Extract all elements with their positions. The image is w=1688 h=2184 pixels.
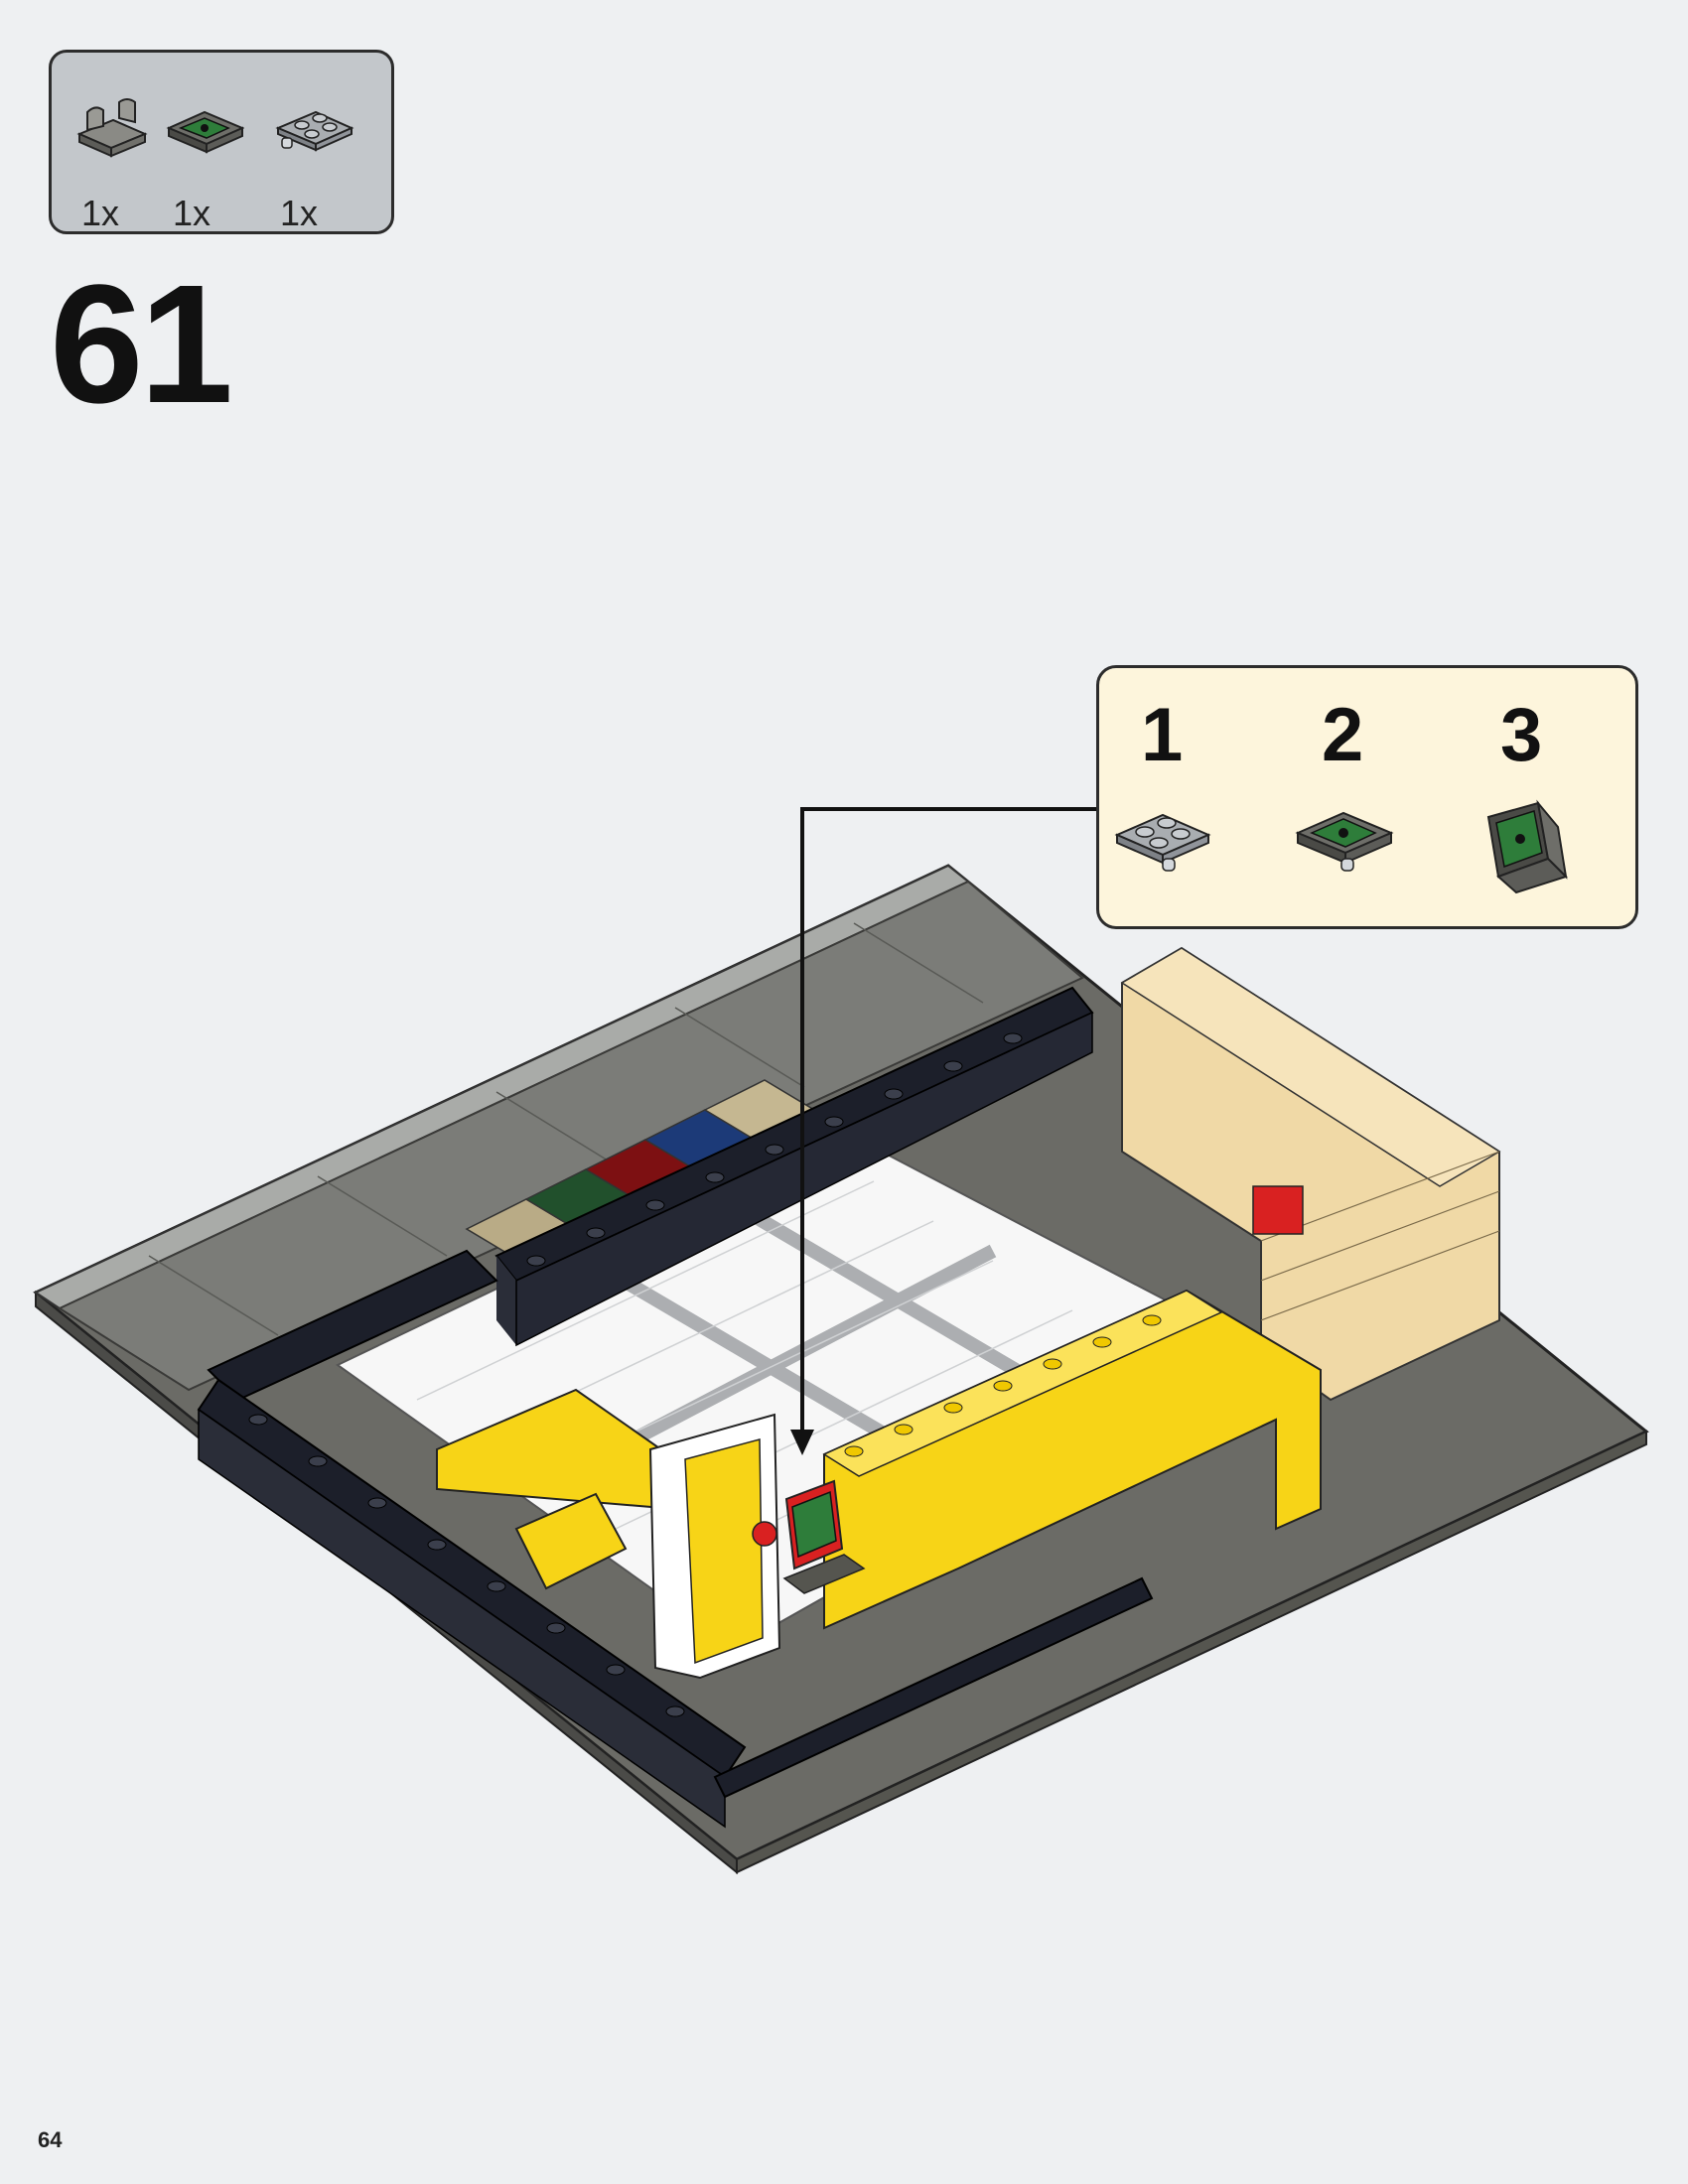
red-brick bbox=[1253, 1186, 1303, 1234]
substep: 3 bbox=[1469, 698, 1608, 916]
raised-screen-assembly-icon bbox=[1469, 797, 1578, 896]
page-number: 64 bbox=[38, 2127, 62, 2153]
substep-number: 3 bbox=[1500, 698, 1542, 773]
substeps-box: 1 2 3 bbox=[1096, 665, 1638, 929]
substep-number: 2 bbox=[1322, 698, 1363, 773]
substep: 2 bbox=[1290, 698, 1429, 916]
substep-number: 1 bbox=[1141, 698, 1183, 773]
printed-tile-on-plate-icon bbox=[1290, 797, 1399, 877]
substep: 1 bbox=[1109, 698, 1248, 916]
plate-2x2-icon bbox=[1109, 797, 1218, 877]
